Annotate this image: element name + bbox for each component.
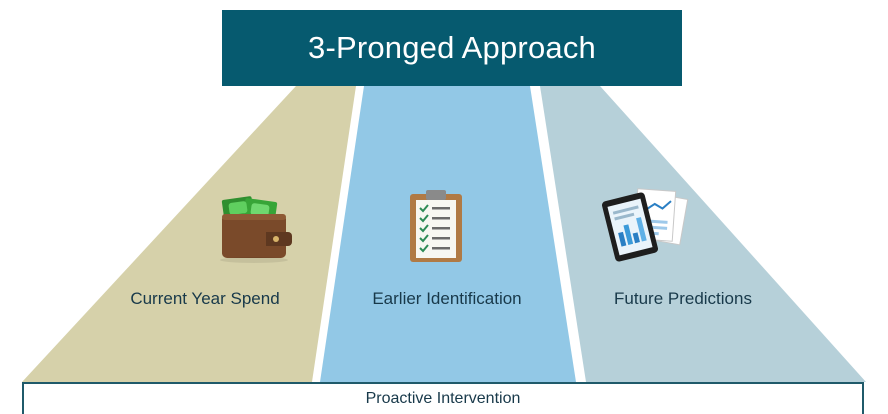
diagram-title: 3-Pronged Approach (222, 10, 682, 86)
base-proactive-intervention: Proactive Intervention (22, 382, 864, 414)
tablet-reports-icon (602, 188, 689, 262)
prong-label-current-year-spend: Current Year Spend (130, 289, 280, 308)
prong-future-predictions (540, 86, 866, 382)
clipboard-checklist-icon (410, 190, 462, 262)
prong-current-year-spend (22, 86, 356, 382)
prong-label-earlier-identification: Earlier Identification (372, 289, 522, 308)
wallet-icon (220, 196, 292, 263)
prong-label-future-predictions: Future Predictions (614, 289, 752, 308)
